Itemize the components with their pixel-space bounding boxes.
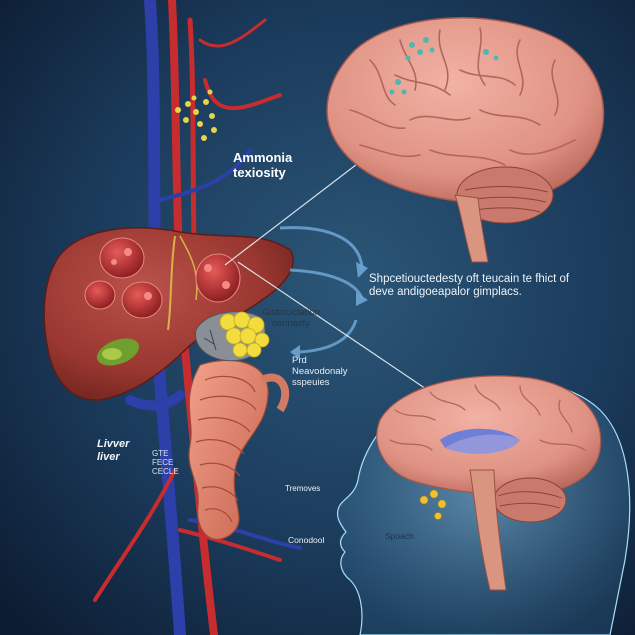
ammonia-particles-vessel [175,89,217,141]
flow-arrows [279,226,364,354]
pathway-label: Prd Neavodonaly sspeuies [292,355,348,389]
small-line-1: GTE [152,449,169,458]
description-line-1: Shpcetiouctedesty oft teucain te fhict o… [369,273,570,285]
pathway-line-1: Prd [292,355,307,366]
removes-label: Tremoves [285,484,321,493]
small-line-3: CECLE [152,467,179,477]
small-line-2: FECE [152,458,174,468]
liver-label: Livver liver [97,438,129,463]
small-vessel-label: GTE FECE CECLE [152,449,179,477]
lower-brain [376,375,602,591]
description-line-2: deve andigoeapalor gimplacs. [369,286,522,299]
speech-label: Spoach [385,531,414,541]
liver-line-2: liver [97,450,120,463]
intestines [188,359,290,540]
center-line-2: connasty [272,317,311,329]
arrow-heads [290,262,368,359]
ammonia-cluster [195,311,270,362]
pathway-line-3: sspeuies [292,376,330,388]
condool-label: Conodool [288,535,325,545]
center-label: Gistrcuctation connasty [262,307,321,330]
liver [43,227,294,401]
connector-lines [224,147,436,396]
ammonia-toxicity-title: Ammonia texiosity [233,150,293,181]
title-line-2: texiosity [233,164,286,180]
liver-line-1: Livver [97,438,130,450]
pathway-line-2: Neavodonaly [292,365,348,377]
upper-brain [326,17,605,263]
title-line-1: Ammonia [233,150,293,165]
description-text: Shpcetiouctedesty oft teucain te fhict o… [369,273,569,299]
center-line-1: Gistrcuctation [262,307,321,318]
